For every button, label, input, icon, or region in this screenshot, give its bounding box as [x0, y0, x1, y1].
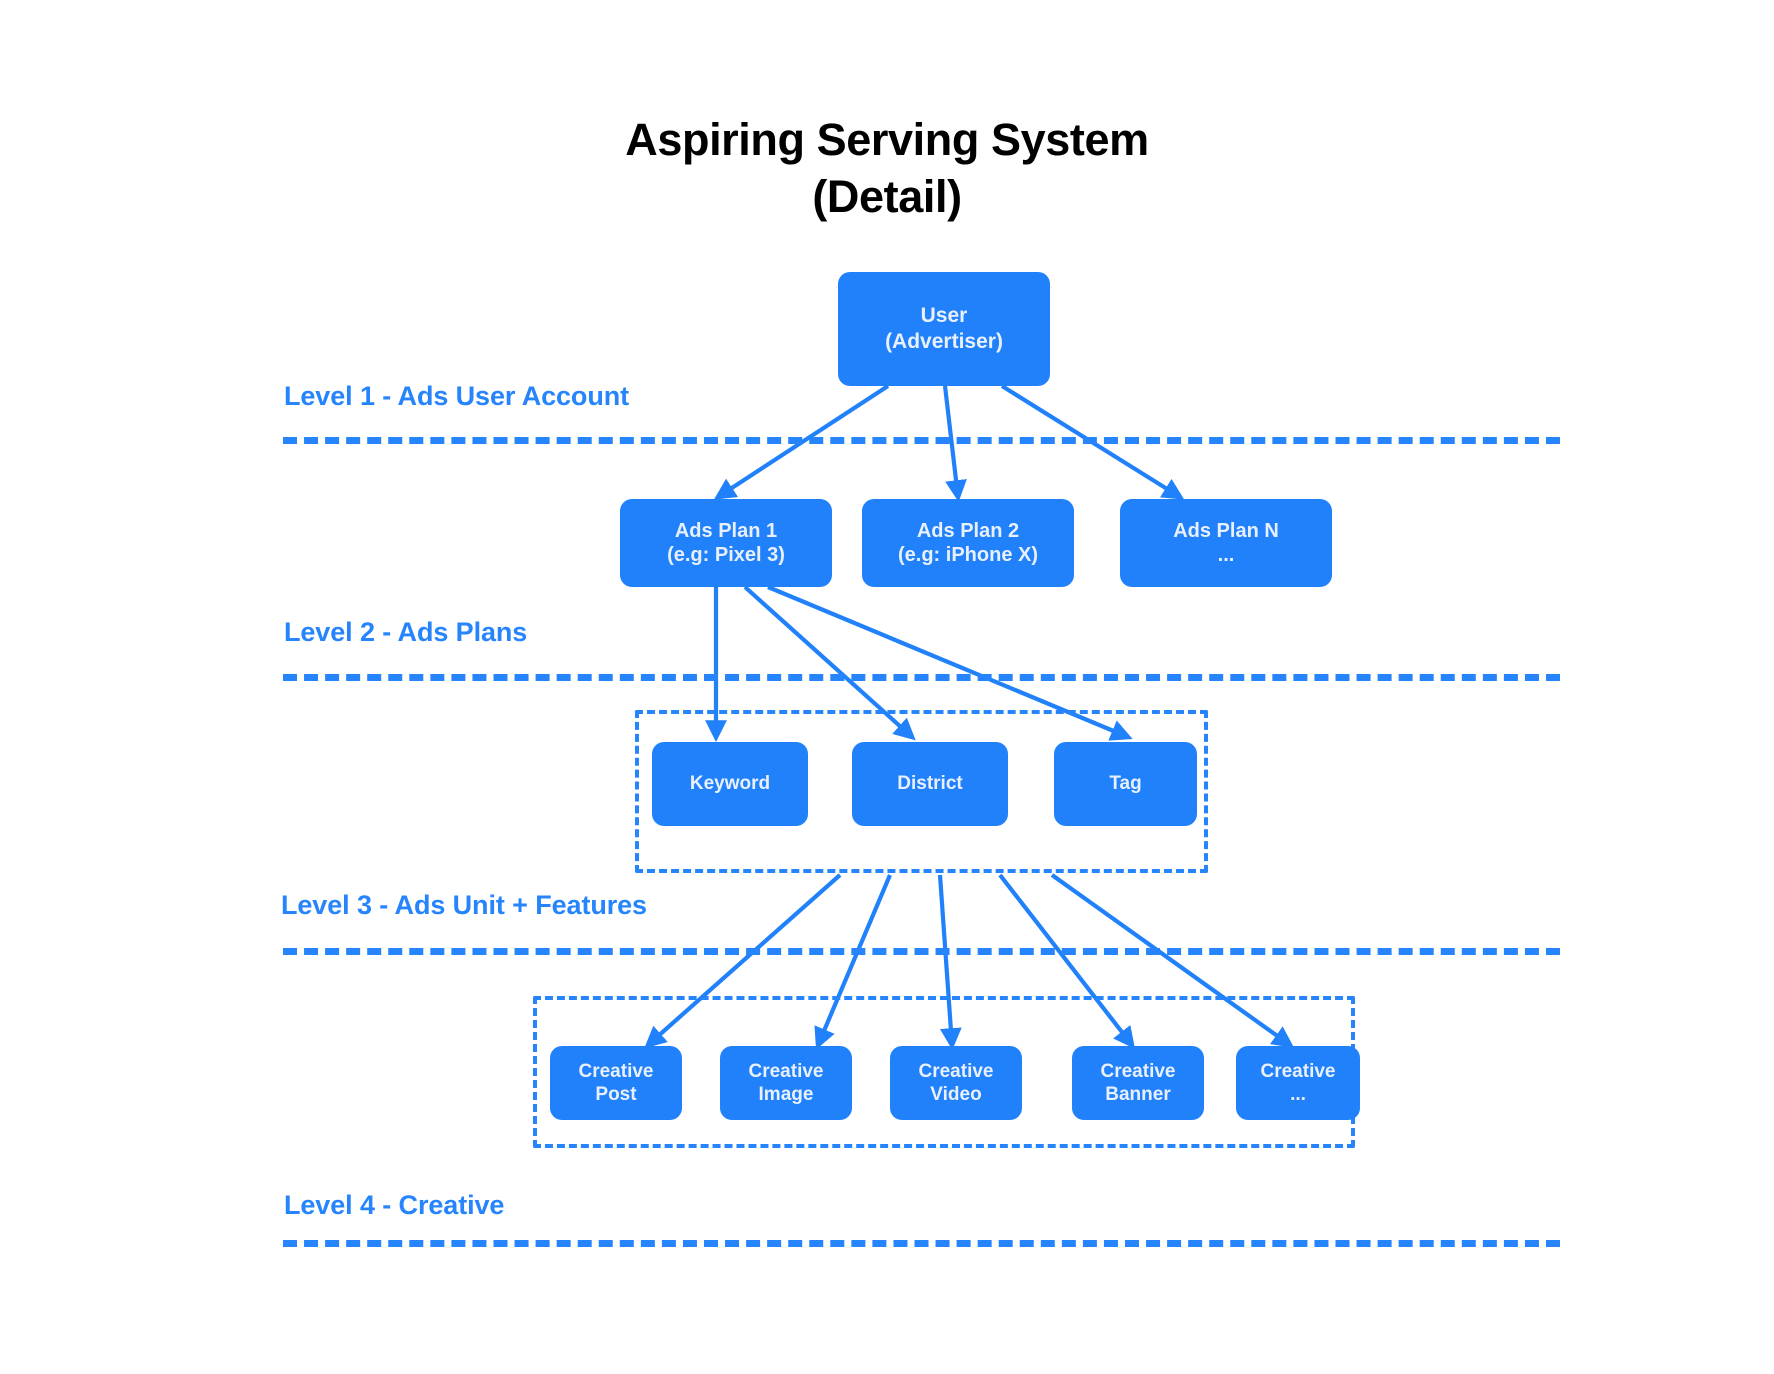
- level-1-separator: [283, 437, 1560, 444]
- node-creative-post-line-2: Post: [595, 1084, 637, 1105]
- node-ads-plan-1-line-2: (e.g: Pixel 3): [667, 544, 785, 566]
- node-creative-more[interactable]: Creative ...: [1236, 1046, 1360, 1120]
- node-creative-image-line-1: Creative: [748, 1060, 824, 1082]
- title-line-2: (Detail): [812, 170, 962, 222]
- level-3-caption: Level 3 - Ads Unit + Features: [281, 890, 647, 920]
- node-keyword[interactable]: Keyword: [652, 742, 808, 826]
- node-user-line-2: (Advertiser): [885, 330, 1003, 353]
- node-creative-video-line-2: Video: [930, 1084, 982, 1105]
- ads-unit-features-group: [635, 710, 1208, 873]
- node-creative-post[interactable]: Creative Post: [550, 1046, 682, 1120]
- node-ads-plan-2-line-1: Ads Plan 2: [916, 519, 1020, 542]
- level-4-separator: [283, 1240, 1560, 1247]
- node-creative-banner-line-1: Creative: [1100, 1060, 1176, 1082]
- node-tag-label: Tag: [1109, 773, 1142, 795]
- node-creative-banner[interactable]: Creative Banner: [1072, 1046, 1204, 1120]
- node-user-line-1: User: [920, 304, 968, 328]
- page-title: Aspiring Serving System (Detail): [0, 112, 1774, 225]
- node-creative-more-line-2: ...: [1290, 1084, 1306, 1105]
- node-ads-plan-1[interactable]: Ads Plan 1 (e.g: Pixel 3): [620, 499, 832, 587]
- node-ads-plan-2-line-2: (e.g: iPhone X): [898, 544, 1038, 566]
- node-creative-banner-line-2: Banner: [1105, 1084, 1171, 1105]
- node-ads-plan-1-line-1: Ads Plan 1: [674, 519, 778, 542]
- node-creative-video-line-1: Creative: [918, 1060, 994, 1082]
- node-creative-more-line-1: Creative: [1260, 1060, 1336, 1082]
- node-district[interactable]: District: [852, 742, 1008, 826]
- node-keyword-label: Keyword: [689, 773, 771, 795]
- node-creative-post-line-1: Creative: [578, 1060, 654, 1082]
- node-district-label: District: [897, 773, 963, 795]
- node-creative-image-line-2: Image: [758, 1084, 814, 1105]
- node-ads-plan-n-line-2: ...: [1217, 544, 1235, 566]
- node-ads-plan-n[interactable]: Ads Plan N ...: [1120, 499, 1332, 587]
- level-4-caption: Level 4 - Creative: [284, 1190, 505, 1220]
- node-tag[interactable]: Tag: [1054, 742, 1197, 826]
- title-line-1: Aspiring Serving System: [625, 114, 1149, 165]
- level-3-separator: [283, 948, 1560, 955]
- node-creative-video[interactable]: Creative Video: [890, 1046, 1022, 1120]
- level-1-caption: Level 1 - Ads User Account: [284, 381, 629, 411]
- node-creative-image[interactable]: Creative Image: [720, 1046, 852, 1120]
- node-ads-plan-2[interactable]: Ads Plan 2 (e.g: iPhone X): [862, 499, 1074, 587]
- level-2-separator: [283, 674, 1560, 681]
- level-2-caption: Level 2 - Ads Plans: [284, 617, 528, 647]
- node-ads-plan-n-line-1: Ads Plan N: [1173, 519, 1279, 542]
- node-user-advertiser[interactable]: User (Advertiser): [838, 272, 1050, 386]
